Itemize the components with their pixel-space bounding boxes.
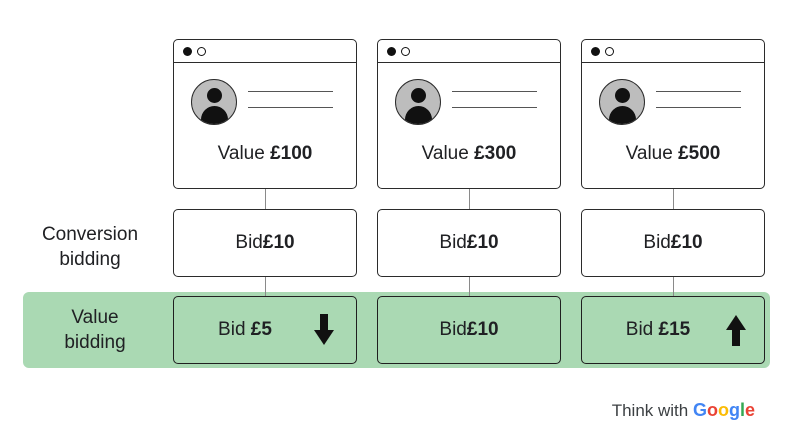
value-bid-box: Bid £15 — [581, 296, 765, 364]
text-placeholder-line — [452, 107, 537, 108]
text-placeholder-line — [656, 91, 741, 92]
customer-value: Value £100 — [217, 143, 313, 164]
browser-window-card: Value £100 — [173, 39, 357, 189]
conversion-bid-box: Bid £10 — [173, 209, 357, 277]
conversion-bid-box: Bid £10 — [581, 209, 765, 277]
arrow-up-icon — [726, 315, 746, 346]
browser-window-card: Value £500 — [581, 39, 765, 189]
avatar-icon — [191, 79, 237, 125]
connector-line — [265, 189, 266, 210]
customer-value: Value £300 — [421, 143, 517, 164]
conversion-bid-box: Bid £10 — [377, 209, 561, 277]
connector-line — [469, 277, 470, 296]
window-dot-icon — [197, 47, 206, 56]
connector-line — [265, 277, 266, 296]
text-placeholder-line — [656, 107, 741, 108]
think-with-google-logo: Think with Google — [611, 400, 755, 420]
avatar-icon — [395, 79, 441, 125]
arrow-down-icon — [314, 314, 334, 345]
window-dot-icon — [401, 47, 410, 56]
value-bid-box: Bid £10 — [377, 296, 561, 364]
connector-line — [673, 189, 674, 210]
value-bid-box: Bid £5 — [173, 296, 357, 364]
window-dot-icon — [591, 47, 600, 56]
browser-title-bar — [174, 40, 356, 63]
google-wordmark: Google — [692, 400, 755, 420]
window-dot-icon — [387, 47, 396, 56]
window-dot-icon — [183, 47, 192, 56]
text-placeholder-line — [248, 91, 333, 92]
text-placeholder-line — [452, 91, 537, 92]
connector-line — [673, 277, 674, 296]
browser-window-card: Value £300 — [377, 39, 561, 189]
connector-line — [469, 189, 470, 210]
text-placeholder-line — [248, 107, 333, 108]
value-bidding-label: Value bidding — [64, 307, 126, 353]
customer-value: Value £500 — [625, 143, 721, 164]
conversion-bidding-label: Conversion bidding — [41, 224, 139, 270]
window-dot-icon — [605, 47, 614, 56]
browser-title-bar — [582, 40, 764, 63]
avatar-icon — [599, 79, 645, 125]
browser-title-bar — [378, 40, 560, 63]
